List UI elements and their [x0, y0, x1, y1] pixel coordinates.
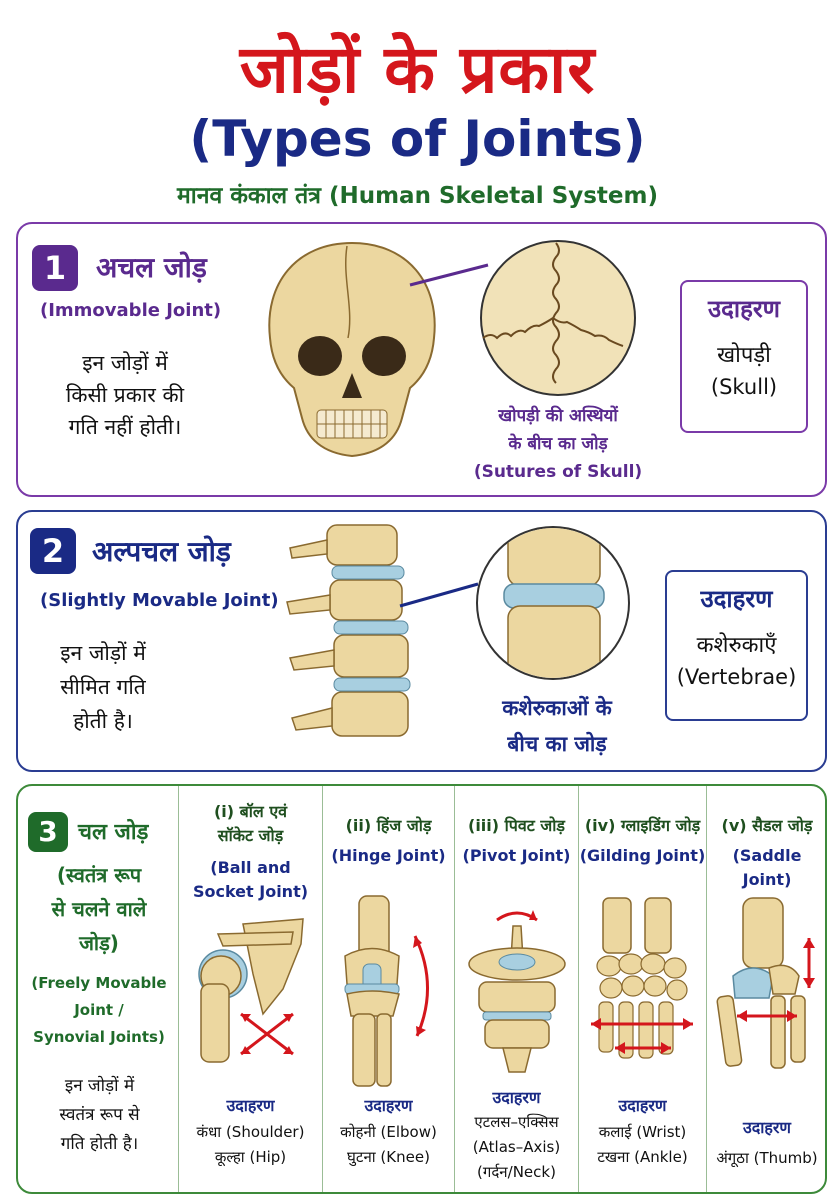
section-number-2: 2 — [30, 528, 76, 574]
title-english: (Types of Joints) — [189, 110, 646, 168]
subtitle: मानव कंकाल तंत्र (Human Skeletal System) — [176, 183, 659, 209]
section-heading-freely-movable: चल जोड़ — [78, 820, 149, 845]
section-description-immovable: इन जोड़ों में किसी प्रकार की गति नहीं हो… — [65, 351, 185, 439]
example-box-immovable: उदाहरण खोपड़ी (Skull) — [680, 280, 808, 433]
section-heading-immovable: अचल जोड़ — [96, 251, 207, 284]
pivot-joint-icon — [468, 910, 566, 1073]
disc-zoom-icon — [476, 526, 630, 680]
caption-intervertebral: कशेरुकाओं के बीच का जोड़ — [502, 696, 612, 756]
section-subheading-slightly-movable: (Slightly Movable Joint) — [40, 590, 279, 611]
caption-sutures: खोपड़ी की अस्थियों के बीच का जोड़ (Sutur… — [473, 406, 643, 482]
section-freely-movable-card — [16, 784, 827, 1194]
wrist-joint-icon — [591, 897, 693, 1059]
shoulder-joint-icon — [198, 918, 304, 1063]
pointer-line-1 — [409, 263, 489, 287]
section-subheading-freely-movable: (Freely Movable Joint / Synovial Joints) — [31, 974, 167, 1046]
thumb-joint-icon — [716, 897, 815, 1069]
section-heading-lines: (स्वतंत्र रूप से चलने वाले जोड़) — [51, 863, 147, 955]
joint-type-gliding: (iv) ग्लाइडिंग जोड़ (Gilding Joint) उदाह… — [578, 786, 706, 1192]
section-description-slightly-movable: इन जोड़ों में सीमित गति होती है। — [60, 641, 146, 733]
section-heading-slightly-movable: अल्पचल जोड़ — [92, 535, 231, 568]
skull-icon — [268, 241, 436, 458]
joint-type-saddle: (v) सैडल जोड़ (Saddle Joint) उदाहरण अंगू… — [706, 786, 827, 1192]
spine-icon — [286, 524, 411, 737]
section-number-1: 1 — [32, 245, 78, 291]
suture-zoom-icon — [480, 240, 636, 396]
joint-type-pivot: (iii) पिवट जोड़ (Pivot Joint) उदाहरण एटल… — [454, 786, 578, 1192]
pointer-line-2 — [399, 582, 479, 608]
section-description-freely-movable: इन जोड़ों में स्वतंत्र रूप से गति होती ह… — [59, 1076, 140, 1154]
joint-type-hinge: (ii) हिंज जोड़ (Hinge Joint) उदाहरण कोहन… — [322, 786, 454, 1192]
section-number-3: 3 — [28, 812, 68, 852]
section-subheading-immovable: (Immovable Joint) — [40, 300, 222, 321]
knee-joint-icon — [344, 895, 429, 1087]
title-hindi: जोड़ों के प्रकार — [239, 31, 596, 108]
example-box-slightly-movable: उदाहरण कशेरुकाएँ (Vertebrae) — [665, 570, 808, 721]
